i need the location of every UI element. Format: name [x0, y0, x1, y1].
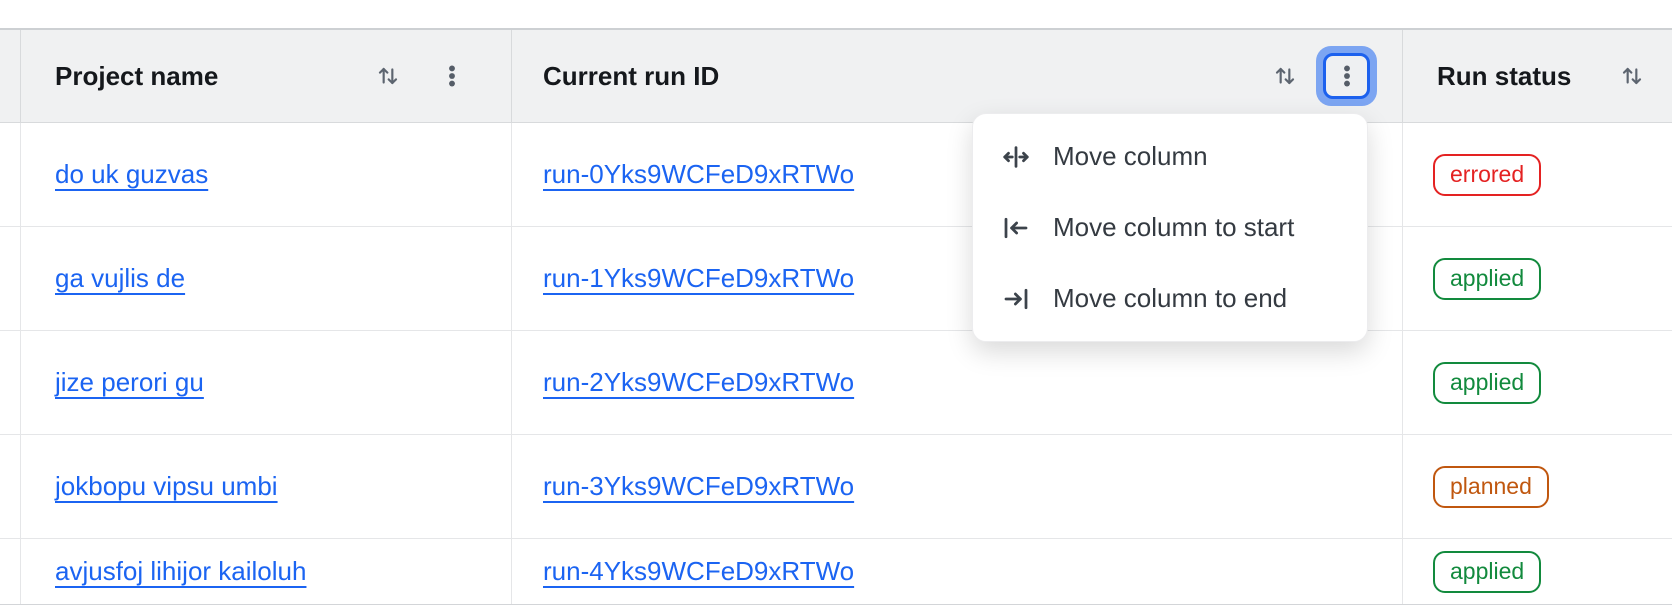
run-id-cell: run-4Yks9WCFeD9xRTWo [512, 539, 1403, 604]
column-header-current-run-id: Current run ID [512, 30, 1403, 122]
run-status-cell: applied [1403, 539, 1672, 604]
focus-ring [1316, 46, 1377, 106]
run-id-cell: run-3Yks9WCFeD9xRTWo [512, 435, 1403, 538]
run-id-cell: run-1Yks9WCFeD9xRTWo [512, 227, 1403, 330]
run-status-cell: planned [1403, 435, 1672, 538]
sort-button-project-name[interactable] [375, 63, 401, 89]
project-name-cell: ga vujlis de [21, 227, 512, 330]
run-id-link[interactable]: run-2Yks9WCFeD9xRTWo [543, 367, 855, 397]
project-link[interactable]: jokbopu vipsu umbi [55, 471, 278, 501]
move-column-icon [1001, 142, 1031, 172]
table-row: jokbopu vipsu umbi run-3Yks9WCFeD9xRTWo pl… [0, 435, 1672, 539]
vertical-dots-icon [439, 63, 465, 89]
run-id-link[interactable]: run-4Yks9WCFeD9xRTWo [543, 556, 855, 586]
table-header-row: Project name Current run ID Run status [0, 28, 1672, 123]
sort-arrows-icon [375, 63, 401, 89]
project-link[interactable]: do uk guzvas [55, 159, 209, 189]
run-status-cell: applied [1403, 331, 1672, 434]
sort-arrows-icon [1619, 63, 1645, 89]
sort-button-run-status[interactable] [1619, 63, 1645, 89]
table-row: ga vujlis de run-1Yks9WCFeD9xRTWo applied [0, 227, 1672, 331]
header-stub-cell [0, 30, 21, 122]
sort-arrows-icon [1272, 63, 1298, 89]
column-header-run-status: Run status [1403, 30, 1672, 122]
menu-item-label: Move column to end [1053, 283, 1288, 313]
table-row: jize perori gu run-2Yks9WCFeD9xRTWo applie… [0, 331, 1672, 435]
move-column-to-end-icon [1001, 284, 1031, 314]
row-stub-cell [0, 331, 21, 434]
vertical-dots-icon [1334, 63, 1360, 89]
run-status-badge: errored [1433, 153, 1542, 196]
table-body: do uk guzvas run-0Yks9WCFeD9xRTWo errored g… [0, 123, 1672, 605]
project-link[interactable]: jize perori gu [55, 367, 204, 397]
menu-item-label: Move column to start [1053, 212, 1295, 242]
run-id-link[interactable]: run-3Yks9WCFeD9xRTWo [543, 471, 855, 501]
sort-button-current-run-id[interactable] [1272, 63, 1298, 89]
project-link[interactable]: avjusfoj lihijor kailoluh [55, 556, 307, 586]
run-id-cell: run-2Yks9WCFeD9xRTWo [512, 331, 1403, 434]
row-stub-cell [0, 227, 21, 330]
project-name-cell: jokbopu vipsu umbi [21, 435, 512, 538]
menu-item-move-column[interactable]: Move column [973, 121, 1367, 192]
run-id-cell: run-0Yks9WCFeD9xRTWo [512, 123, 1403, 226]
menu-item-move-column-to-end[interactable]: Move column to end [973, 263, 1367, 334]
project-name-cell: avjusfoj lihijor kailoluh [21, 539, 512, 604]
column-header-label: Current run ID [543, 60, 720, 91]
run-status-cell: applied [1403, 227, 1672, 330]
run-status-badge: applied [1433, 361, 1542, 404]
row-stub-cell [0, 435, 21, 538]
project-link[interactable]: ga vujlis de [55, 263, 186, 293]
table-row: do uk guzvas run-0Yks9WCFeD9xRTWo errored [0, 123, 1672, 227]
row-stub-cell [0, 123, 21, 226]
project-name-cell: do uk guzvas [21, 123, 512, 226]
run-status-badge: applied [1433, 257, 1542, 300]
column-menu-button-current-run-id[interactable] [1323, 53, 1370, 99]
run-status-badge: planned [1433, 465, 1549, 508]
move-column-to-start-icon [1001, 213, 1031, 243]
table-row: avjusfoj lihijor kailoluh run-4Yks9WCFeD9… [0, 539, 1672, 605]
run-id-link[interactable]: run-0Yks9WCFeD9xRTWo [543, 159, 855, 189]
project-name-cell: jize perori gu [21, 331, 512, 434]
column-menu-button-project-name[interactable] [439, 63, 465, 89]
column-header-label: Project name [55, 60, 219, 91]
menu-item-move-column-to-start[interactable]: Move column to start [973, 192, 1367, 263]
data-table: Project name Current run ID Run status do … [0, 28, 1672, 605]
menu-item-label: Move column [1053, 141, 1208, 171]
run-status-cell: errored [1403, 123, 1672, 226]
column-header-project-name: Project name [21, 30, 512, 122]
column-header-label: Run status [1437, 60, 1572, 91]
run-id-link[interactable]: run-1Yks9WCFeD9xRTWo [543, 263, 855, 293]
row-stub-cell [0, 539, 21, 604]
run-status-badge: applied [1433, 550, 1542, 593]
